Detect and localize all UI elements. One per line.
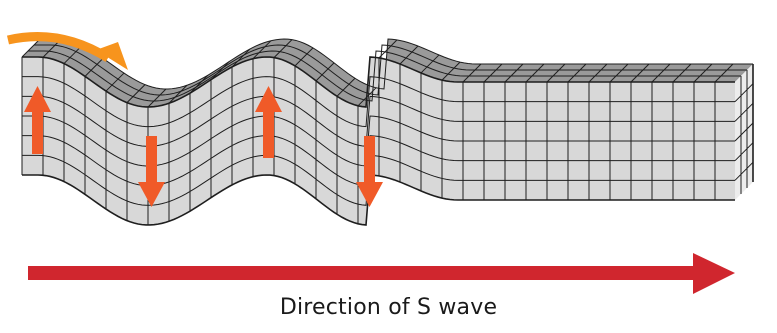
grid-line [315,62,335,82]
grid-line [420,54,440,74]
grid-line [504,63,524,83]
grid-line [22,154,735,206]
grid-line [84,57,104,77]
grid-line [22,56,735,108]
grid-line [34,44,747,96]
grid-line [294,47,314,67]
curved-arrow-icon [6,32,128,70]
grid-line [126,84,146,103]
grid-line [357,87,377,107]
wave-block [21,38,754,226]
grid-line [273,39,293,58]
grid-line [168,84,188,104]
grid-line [693,63,713,83]
grid-line [105,72,125,92]
grid-line [651,63,671,83]
arrow-down-icon [138,136,165,207]
grid-line [630,63,650,83]
arrow-up-icon [255,86,282,158]
grid-line [378,39,398,59]
grid-line [567,63,587,83]
grid-line [714,63,734,83]
grid-line [546,63,566,83]
grid-line [252,40,272,60]
grid-line [734,142,754,162]
grid-line [40,38,753,90]
direction-arrow-icon [28,253,735,294]
grid-line [147,88,167,108]
arrow-up-icon [24,86,51,154]
grid-line [210,61,230,81]
grid-line [734,122,754,142]
grid-line [734,161,754,181]
grid-line [399,45,419,65]
grid-line [441,61,461,81]
diagram-caption: Direction of S wave [279,295,498,320]
grid-line [734,102,754,122]
grid-line [231,48,251,68]
grid-line [22,115,735,167]
grid-line [22,174,735,226]
grid-line [672,63,692,83]
grid-line [22,95,735,147]
grid-line [609,63,629,83]
particle-motion-arrows [24,86,383,207]
grid-line [336,77,356,97]
grid-line [483,63,503,83]
grid-line [189,74,209,94]
grid-line [28,50,741,102]
grid-line [22,76,735,128]
grid-line [734,83,754,103]
grid-line [525,63,545,83]
grid-line [462,63,482,83]
arrow-down-icon [356,136,383,207]
grid-line [21,38,41,58]
grid-line [588,63,608,83]
